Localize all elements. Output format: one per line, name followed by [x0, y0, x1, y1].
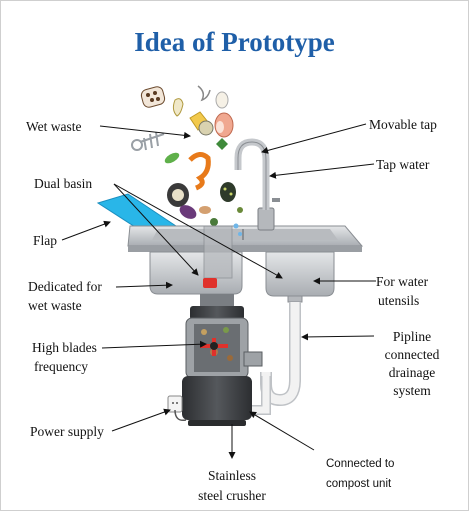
- label-pipeline-line1: Pipline: [372, 327, 452, 346]
- label-stainless-line2: steel crusher: [182, 486, 282, 505]
- label-compost-line1: Connected to: [326, 455, 394, 474]
- label-pipeline-line3: drainage: [372, 363, 452, 382]
- label-movable-tap: Movable tap: [369, 115, 437, 134]
- label-power-supply: Power supply: [30, 422, 104, 441]
- label-compost-line2: compost unit: [326, 475, 391, 494]
- utensil-basin: [266, 252, 334, 296]
- label-pipeline-line4: system: [372, 381, 452, 400]
- label-pipeline-line2: connected: [372, 345, 452, 364]
- label-high-blades-line2: frequency: [34, 357, 88, 376]
- label-dedicated-line1: Dedicated for: [28, 277, 102, 296]
- label-for-water-line1: For water: [376, 272, 428, 291]
- stainless-steel-crusher: [182, 294, 262, 426]
- label-high-blades-line1: High blades: [32, 338, 97, 357]
- label-dedicated-line2: wet waste: [28, 296, 82, 315]
- power-socket: [168, 396, 182, 412]
- movable-tap: [234, 142, 281, 236]
- label-flap: Flap: [33, 231, 57, 250]
- label-dual-basin: Dual basin: [34, 174, 92, 193]
- label-wet-waste: Wet waste: [26, 117, 82, 136]
- label-for-water-line2: utensils: [378, 291, 419, 310]
- label-tap-water: Tap water: [376, 155, 429, 174]
- label-stainless-line1: Stainless: [182, 466, 282, 485]
